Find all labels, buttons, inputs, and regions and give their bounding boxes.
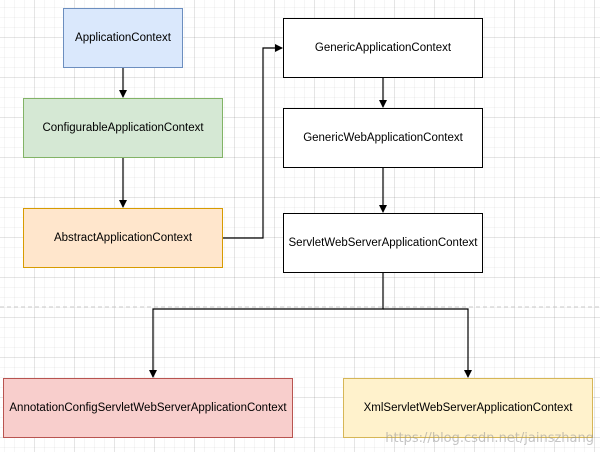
node-label: AnnotationConfigServletWebServerApplicat…	[9, 402, 287, 414]
node-label: ApplicationContext	[75, 32, 171, 44]
edge-servlet-to-annotation-config	[149, 273, 384, 378]
node-label: XmlServletWebServerApplicationContext	[363, 402, 573, 414]
node-generic-web-application-context[interactable]: GenericWebApplicationContext	[283, 108, 483, 168]
edge-servlet-to-xml	[383, 308, 472, 378]
node-label: AbstractApplicationContext	[53, 232, 193, 244]
node-annotation-config-servlet-web-server-application-context[interactable]: AnnotationConfigServletWebServerApplicat…	[3, 378, 293, 438]
node-label: GenericApplicationContext	[314, 42, 452, 54]
node-label: ConfigurableApplicationContext	[42, 122, 204, 134]
node-xml-servlet-web-server-application-context[interactable]: XmlServletWebServerApplicationContext	[343, 378, 593, 438]
watermark-text: https://blog.csdn.net/jainszhang	[385, 431, 594, 446]
edge-abstract-to-generic	[223, 44, 283, 239]
node-application-context[interactable]: ApplicationContext	[63, 8, 183, 68]
node-configurable-application-context[interactable]: ConfigurableApplicationContext	[23, 98, 223, 158]
node-servlet-web-server-application-context[interactable]: ServletWebServerApplicationContext	[283, 213, 483, 273]
node-generic-application-context[interactable]: GenericApplicationContext	[283, 18, 483, 78]
node-label: GenericWebApplicationContext	[303, 132, 463, 144]
node-abstract-application-context[interactable]: AbstractApplicationContext	[23, 208, 223, 268]
node-label: ServletWebServerApplicationContext	[288, 237, 478, 249]
